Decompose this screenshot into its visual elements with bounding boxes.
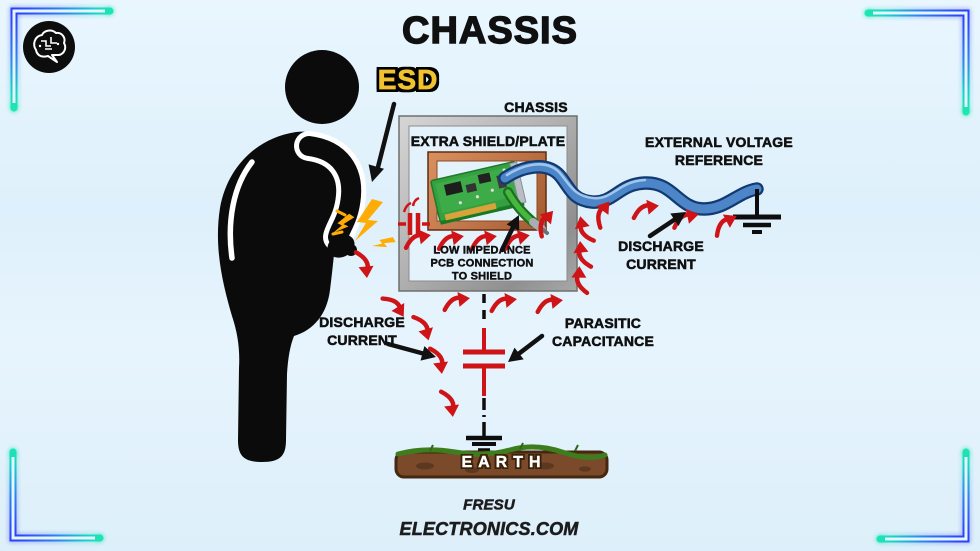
person-head	[285, 50, 359, 124]
discharge-current-left-line1: DISCHARGE	[319, 314, 405, 330]
external-reference-label-line2: REFERENCE	[674, 152, 764, 168]
pcb-connection-label-line2: PCB CONNECTION	[430, 257, 534, 270]
neon-corner-frames	[9, 7, 970, 543]
brand-domain: ELECTRONICS.COM	[399, 519, 579, 539]
brand-name: FRESU	[463, 496, 515, 514]
external-reference-cable	[498, 160, 764, 216]
discharge-current-right-line1: DISCHARGE	[618, 238, 704, 254]
pcb-connection-label-line3: TO SHIELD	[451, 270, 513, 283]
earth-label: EARTH	[461, 454, 547, 471]
back-outline	[227, 159, 255, 261]
annotation-arrows	[368, 101, 686, 362]
parasitic-capacitance-label-line2: CAPACITANCE	[551, 333, 655, 349]
pcb-connection-label-line1: LOW IMPEDANCE	[433, 244, 531, 257]
parasitic-capacitor-symbol	[463, 294, 505, 438]
brain-circuit-logo	[23, 21, 75, 73]
earth-mound	[394, 442, 609, 479]
brain-icon	[33, 29, 67, 63]
person-silhouette	[217, 50, 367, 462]
esd-label: ESD	[377, 64, 439, 95]
parasitic-capacitance-label-line1: PARASITIC	[564, 315, 642, 331]
discharge-current-right-line2: CURRENT	[626, 256, 696, 272]
page-title: CHASSIS	[401, 10, 578, 52]
extra-shield-label: EXTRA SHIELD/PLATE	[410, 133, 566, 149]
discharge-current-left-line2: CURRENT	[327, 332, 397, 348]
external-reference-label-line1: EXTERNAL VOLTAGE	[645, 134, 793, 150]
chassis-label: CHASSIS	[504, 99, 568, 115]
esd-capacitor-symbol	[398, 196, 430, 235]
esd-spark-icons	[331, 199, 396, 248]
ground-symbol-earth	[466, 435, 502, 452]
ground-symbol-right	[733, 189, 781, 234]
